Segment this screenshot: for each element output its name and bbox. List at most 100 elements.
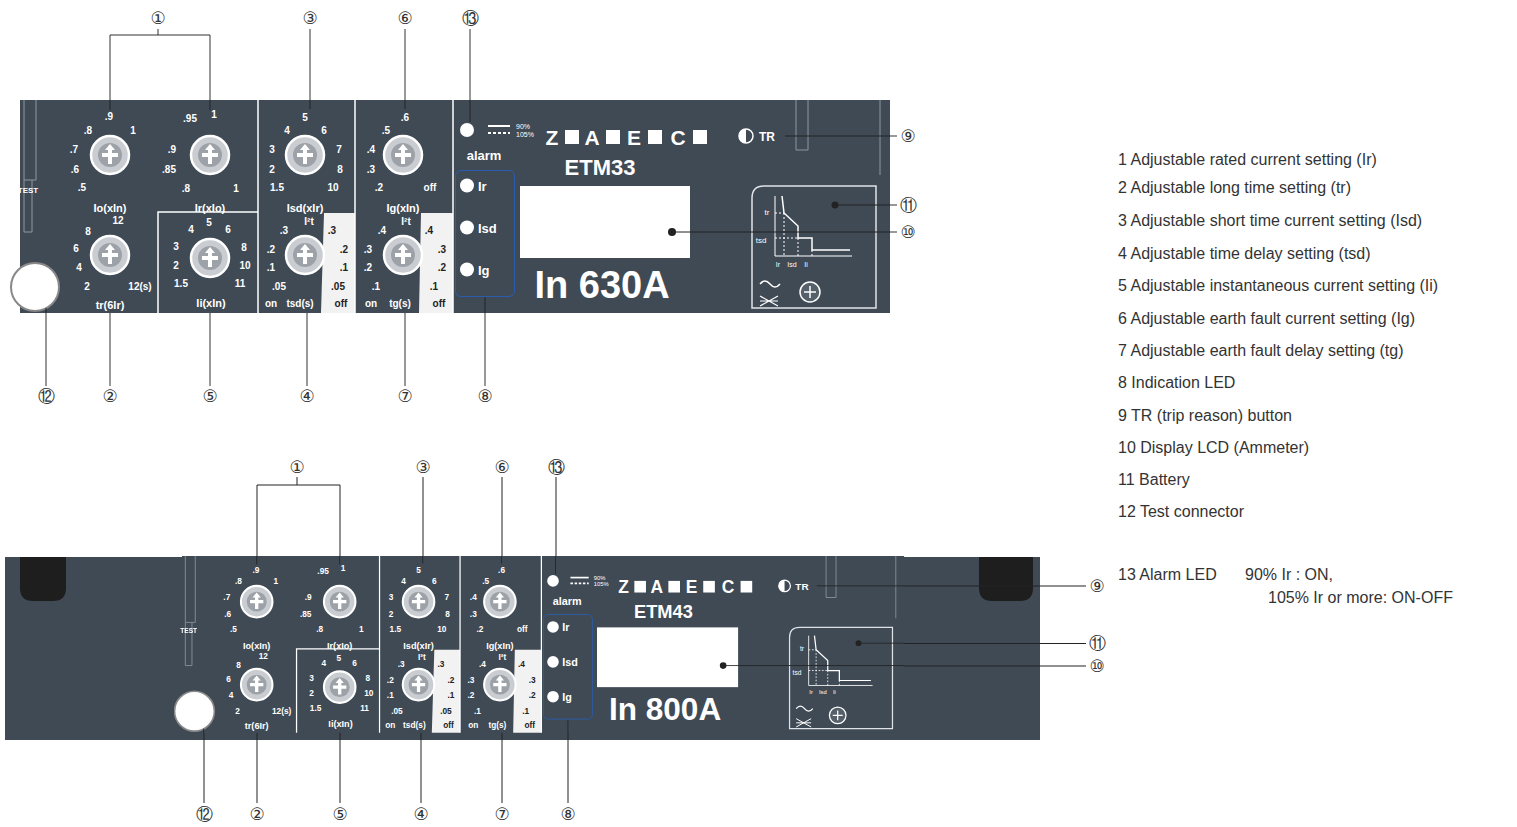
panel-marking: .4 bbox=[470, 594, 477, 602]
panel-marking: 3 bbox=[389, 594, 394, 602]
lower-unit-band bbox=[5, 557, 1040, 740]
callout-number: ⑤ bbox=[202, 388, 217, 405]
callout-number: ⑬ bbox=[462, 10, 479, 27]
panel-marking: .2 bbox=[387, 677, 394, 685]
alarm-solid-line bbox=[571, 577, 589, 579]
callout-number: ⑨ bbox=[1089, 578, 1104, 595]
leader-line bbox=[46, 100, 890, 313]
panel-marking: 10 bbox=[364, 690, 373, 698]
panel-marking: on bbox=[365, 299, 377, 309]
panel-marking: .1 bbox=[522, 707, 529, 715]
panel-marking: .1 bbox=[448, 692, 455, 700]
panel-marking: Io(xIn) bbox=[243, 641, 270, 650]
panel-marking: .2 bbox=[477, 625, 484, 633]
dial-ring bbox=[384, 136, 422, 174]
dial bbox=[241, 586, 273, 618]
panel-marking: .6 bbox=[498, 567, 505, 575]
panel-marking: 3 bbox=[269, 145, 275, 155]
trip-unit-panel: ETM43In 800AIrIsdIg.8.91.7.6.5Io(xIn).95… bbox=[182, 556, 904, 733]
panel-marking: TR bbox=[796, 582, 809, 592]
panel-marking: .3 bbox=[438, 661, 445, 669]
dial-core bbox=[98, 243, 122, 267]
panel-marking: Ig(xIn) bbox=[486, 641, 513, 650]
panel-marking: 4 bbox=[229, 692, 234, 700]
panel-marking: .2 bbox=[529, 692, 536, 700]
dial-core bbox=[391, 143, 415, 167]
description-item: 2 Adjustable long time setting (tr) bbox=[1118, 180, 1351, 196]
panel-marking: 3 bbox=[173, 242, 179, 252]
leader-line bbox=[204, 556, 905, 733]
lcd-display bbox=[520, 186, 690, 258]
panel-marking: .5 bbox=[382, 126, 390, 136]
panel-marking: off bbox=[525, 721, 536, 729]
battery-screw-slot bbox=[804, 286, 816, 298]
panel-marking: .8 bbox=[317, 626, 324, 634]
mounting-tab bbox=[20, 557, 66, 601]
dial-ring bbox=[286, 136, 324, 174]
panel-marking: Isd(xIr) bbox=[287, 203, 324, 214]
callout-number: ⑤ bbox=[332, 806, 347, 823]
dial-ring bbox=[324, 586, 356, 618]
dial bbox=[484, 586, 516, 618]
callout-number: ⑬ bbox=[548, 459, 565, 476]
description-item: 6 Adjustable earth fault current setting… bbox=[1118, 311, 1415, 327]
panel-marking: Ir(xIo) bbox=[327, 641, 352, 650]
panel-marking: 1.5 bbox=[174, 279, 188, 289]
led-group-box: IrIsdIg bbox=[455, 170, 515, 297]
battery-screw-slot bbox=[833, 711, 843, 721]
dial bbox=[324, 586, 356, 618]
panel-marking: .4 bbox=[425, 226, 433, 236]
panel-marking: 8 bbox=[236, 662, 241, 670]
dial-core bbox=[330, 677, 350, 697]
panel-marking: 12(s) bbox=[128, 282, 151, 292]
panel-marking: I²t bbox=[401, 217, 410, 227]
panel-marking: .3 bbox=[438, 245, 446, 255]
callout-number: ⑥ bbox=[494, 459, 509, 476]
panel-marking: .3 bbox=[367, 165, 375, 175]
ac-symbol bbox=[760, 281, 780, 287]
rated-current: In 630A bbox=[534, 266, 669, 304]
dial-core bbox=[247, 592, 267, 612]
tr-button bbox=[779, 580, 791, 592]
panel-marking: 12 bbox=[259, 653, 268, 661]
panel-marking: .2 bbox=[364, 263, 372, 273]
dial bbox=[384, 136, 422, 174]
panel-marking: .8 bbox=[182, 184, 190, 194]
panel-marking: .05 bbox=[331, 282, 345, 292]
tr-button-half bbox=[739, 129, 746, 143]
dial-pointer bbox=[412, 676, 425, 693]
led-label: Ig bbox=[478, 263, 490, 276]
panel-marking: .6 bbox=[401, 113, 409, 123]
panel-marking: .1 bbox=[430, 282, 438, 292]
panel-marking: .3 bbox=[280, 226, 288, 236]
panel-marking: 12 bbox=[112, 216, 123, 226]
panel-marking: 6 bbox=[73, 244, 79, 254]
dial bbox=[286, 136, 324, 174]
panel-marking: off bbox=[433, 299, 446, 309]
dial-core bbox=[293, 243, 317, 267]
panel-marking: 3 bbox=[309, 674, 314, 682]
callout-number: ⑧ bbox=[477, 388, 492, 405]
panel-marking: E bbox=[627, 127, 641, 148]
panel-marking: 1 bbox=[130, 126, 136, 136]
brand-square bbox=[704, 581, 716, 593]
description-item: 10 Display LCD (Ammeter) bbox=[1118, 440, 1309, 456]
panel-marking: tr bbox=[800, 647, 804, 654]
panel-marking: .3 bbox=[470, 610, 477, 618]
panel-marking: 7 bbox=[336, 145, 342, 155]
dial-pointer bbox=[250, 676, 263, 693]
led-label: Ir bbox=[562, 622, 569, 633]
panel-marking: Isd bbox=[787, 261, 796, 268]
panel-marking: .8 bbox=[235, 578, 242, 586]
description-item: 12 Test connector bbox=[1118, 504, 1244, 520]
dial-core bbox=[490, 675, 510, 695]
panel-marking: off bbox=[424, 183, 437, 193]
dial-pointer bbox=[494, 676, 507, 693]
dial-pointer bbox=[333, 678, 346, 695]
led-label: Isd bbox=[562, 657, 578, 668]
description-item: 1 Adjustable rated current setting (Ir) bbox=[1118, 152, 1377, 168]
lcd-display bbox=[597, 628, 738, 688]
panel-marking: .9 bbox=[168, 145, 176, 155]
panel-marking: 2 bbox=[84, 282, 90, 292]
dial-core bbox=[247, 675, 267, 695]
